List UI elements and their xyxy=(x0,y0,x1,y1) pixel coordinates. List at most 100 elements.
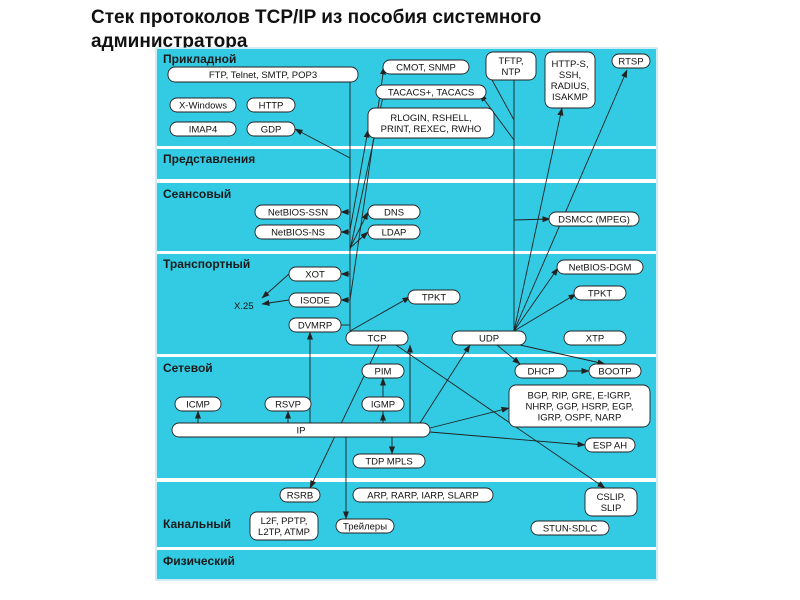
gdp-box: GDP xyxy=(246,121,296,137)
box-label: FTP, Telnet, SMTP, POP3 xyxy=(209,70,317,81)
trailers-box: Трейлеры xyxy=(335,518,395,534)
tdp-mpls-box: TDP MPLS xyxy=(352,453,426,469)
connector-arrow xyxy=(513,107,564,332)
box-label: NHRP, GGP, HSRP, EGP, xyxy=(525,402,633,413)
rlogin-box: RLOGIN, RSHELL,PRINT, REXEC, RWHO xyxy=(367,107,495,139)
box-label: IGRP, OSPF, NARP xyxy=(538,413,622,424)
page-title: Стек протоколов TCP/IP из пособия систем… xyxy=(91,6,651,54)
bootp-box: BOOTP xyxy=(588,363,642,379)
box-label: CMOT, SNMP xyxy=(396,63,456,74)
box-label: NetBIOS-DGM xyxy=(569,263,632,274)
layer-label-session: Сеансовый xyxy=(163,187,231,201)
dns-box: DNS xyxy=(367,204,421,220)
igmp-box: IGMP xyxy=(361,396,405,412)
box-label: CSLIP, xyxy=(597,492,626,503)
xtp-box: XTP xyxy=(563,330,627,346)
netbios-ns-box: NetBIOS-NS xyxy=(254,224,342,240)
layer-label-network: Сетевой xyxy=(163,361,213,375)
tftp-ntp-box: TFTP,NTP xyxy=(485,51,537,81)
connector-arrow xyxy=(519,344,606,366)
box-label: L2TP, ATMP xyxy=(258,527,310,538)
rsvp-box: RSVP xyxy=(264,396,312,412)
box-label: HTTP-S, xyxy=(552,59,589,70)
box-label: GDP xyxy=(261,125,282,136)
title-line-2: администратора xyxy=(91,31,248,52)
box-label: TDP MPLS xyxy=(365,457,412,468)
cmot-snmp-box: CMOT, SNMP xyxy=(382,59,470,75)
ftp-telnet-smtp-pop3-box: FTP, Telnet, SMTP, POP3 xyxy=(167,66,359,83)
box-label: PIM xyxy=(375,367,392,378)
box-label: STUN-SDLC xyxy=(543,524,598,535)
box-label: TFTP, xyxy=(498,56,523,67)
tpkt-box: TPKT xyxy=(573,285,627,301)
box-label: RADIUS, xyxy=(551,81,590,92)
box-label: DSMCC (MPEG) xyxy=(558,215,630,226)
box-label: NetBIOS-NS xyxy=(271,228,325,239)
box-label: NTP xyxy=(502,67,521,78)
isode-box: ISODE xyxy=(288,292,342,308)
box-label: TCP xyxy=(368,334,387,345)
box-label: NetBIOS-SSN xyxy=(268,208,328,219)
x25-label: X.25 xyxy=(234,301,254,312)
box-label: SLIP xyxy=(601,503,622,514)
box-label: ICMP xyxy=(186,400,210,411)
layer-band-presentation xyxy=(157,149,656,179)
box-label: DNS xyxy=(384,208,404,219)
dvmrp-box: DVMRP xyxy=(288,317,342,333)
rtsp-box: RTSP xyxy=(611,53,651,69)
box-label: RSVP xyxy=(275,400,301,411)
ip-box: IP xyxy=(171,422,431,438)
connector-arrow xyxy=(513,293,577,332)
layer-label-application: Прикладной xyxy=(163,52,236,66)
udp-box: UDP xyxy=(451,330,527,346)
routing-protocols-box: BGP, RIP, GRE, E-IGRP,NHRP, GGP, HSRP, E… xyxy=(508,384,651,428)
connector-arrow xyxy=(349,66,386,301)
box-label: TPKT xyxy=(422,293,446,304)
box-label: LDAP xyxy=(382,228,407,239)
box-label: PRINT, REXEC, RWHO xyxy=(381,124,482,135)
netbios-ssn-box: NetBIOS-SSN xyxy=(254,204,342,220)
stun-sdlc-box: STUN-SDLC xyxy=(530,520,610,536)
esp-ah-box: ESP AH xyxy=(584,437,636,453)
connector-arrow xyxy=(429,406,510,429)
box-label: RTSP xyxy=(618,57,643,68)
layer-label-presentation: Представления xyxy=(163,152,255,166)
box-label: RSRB xyxy=(287,491,313,502)
box-label: SSH, xyxy=(559,70,581,81)
tcp-box: TCP xyxy=(345,330,409,346)
box-label: UDP xyxy=(479,334,499,345)
layer-band-physical xyxy=(157,550,656,579)
xot-box: XOT xyxy=(288,266,342,282)
icmp-box: ICMP xyxy=(174,396,222,412)
box-label: Трейлеры xyxy=(343,522,387,533)
connector-arrow xyxy=(349,296,411,332)
rsrb-box: RSRB xyxy=(279,487,321,503)
box-label: ISAKMP xyxy=(552,92,588,103)
box-label: RLOGIN, RSHELL, xyxy=(390,113,471,124)
layer-label-transport: Транспортный xyxy=(163,257,250,271)
layer-label-physical: Физический xyxy=(163,554,235,568)
l2f-pptp-box: L2F, PPTP,L2TP, ATMP xyxy=(249,511,319,541)
imap4-box: IMAP4 xyxy=(169,121,237,137)
cslip-slip-box: CSLIP,SLIP xyxy=(584,487,638,517)
box-label: ISODE xyxy=(300,296,330,307)
connector-arrow xyxy=(349,211,369,249)
connector-arrow xyxy=(513,69,628,332)
connector-arrow xyxy=(513,216,551,223)
dhcp-box: DHCP xyxy=(514,363,568,379)
connector-arrow xyxy=(429,431,586,448)
ldap-box: LDAP xyxy=(367,224,421,240)
connector-arrow xyxy=(349,129,370,231)
connector-arrow xyxy=(479,93,515,141)
tacacs-box: TACACS+, TACACS xyxy=(375,84,487,100)
pim-box: PIM xyxy=(361,363,405,379)
box-label: IGMP xyxy=(371,400,395,411)
box-label: XOT xyxy=(305,270,325,281)
box-label: HTTP xyxy=(259,101,284,112)
arp-rarp-box: ARP, RARP, IARP, SLARP xyxy=(352,487,494,503)
box-label: X-Windows xyxy=(179,101,227,112)
connector-arrow xyxy=(395,344,606,489)
box-label: BGP, RIP, GRE, E-IGRP, xyxy=(527,391,631,402)
box-label: DHCP xyxy=(528,367,555,378)
